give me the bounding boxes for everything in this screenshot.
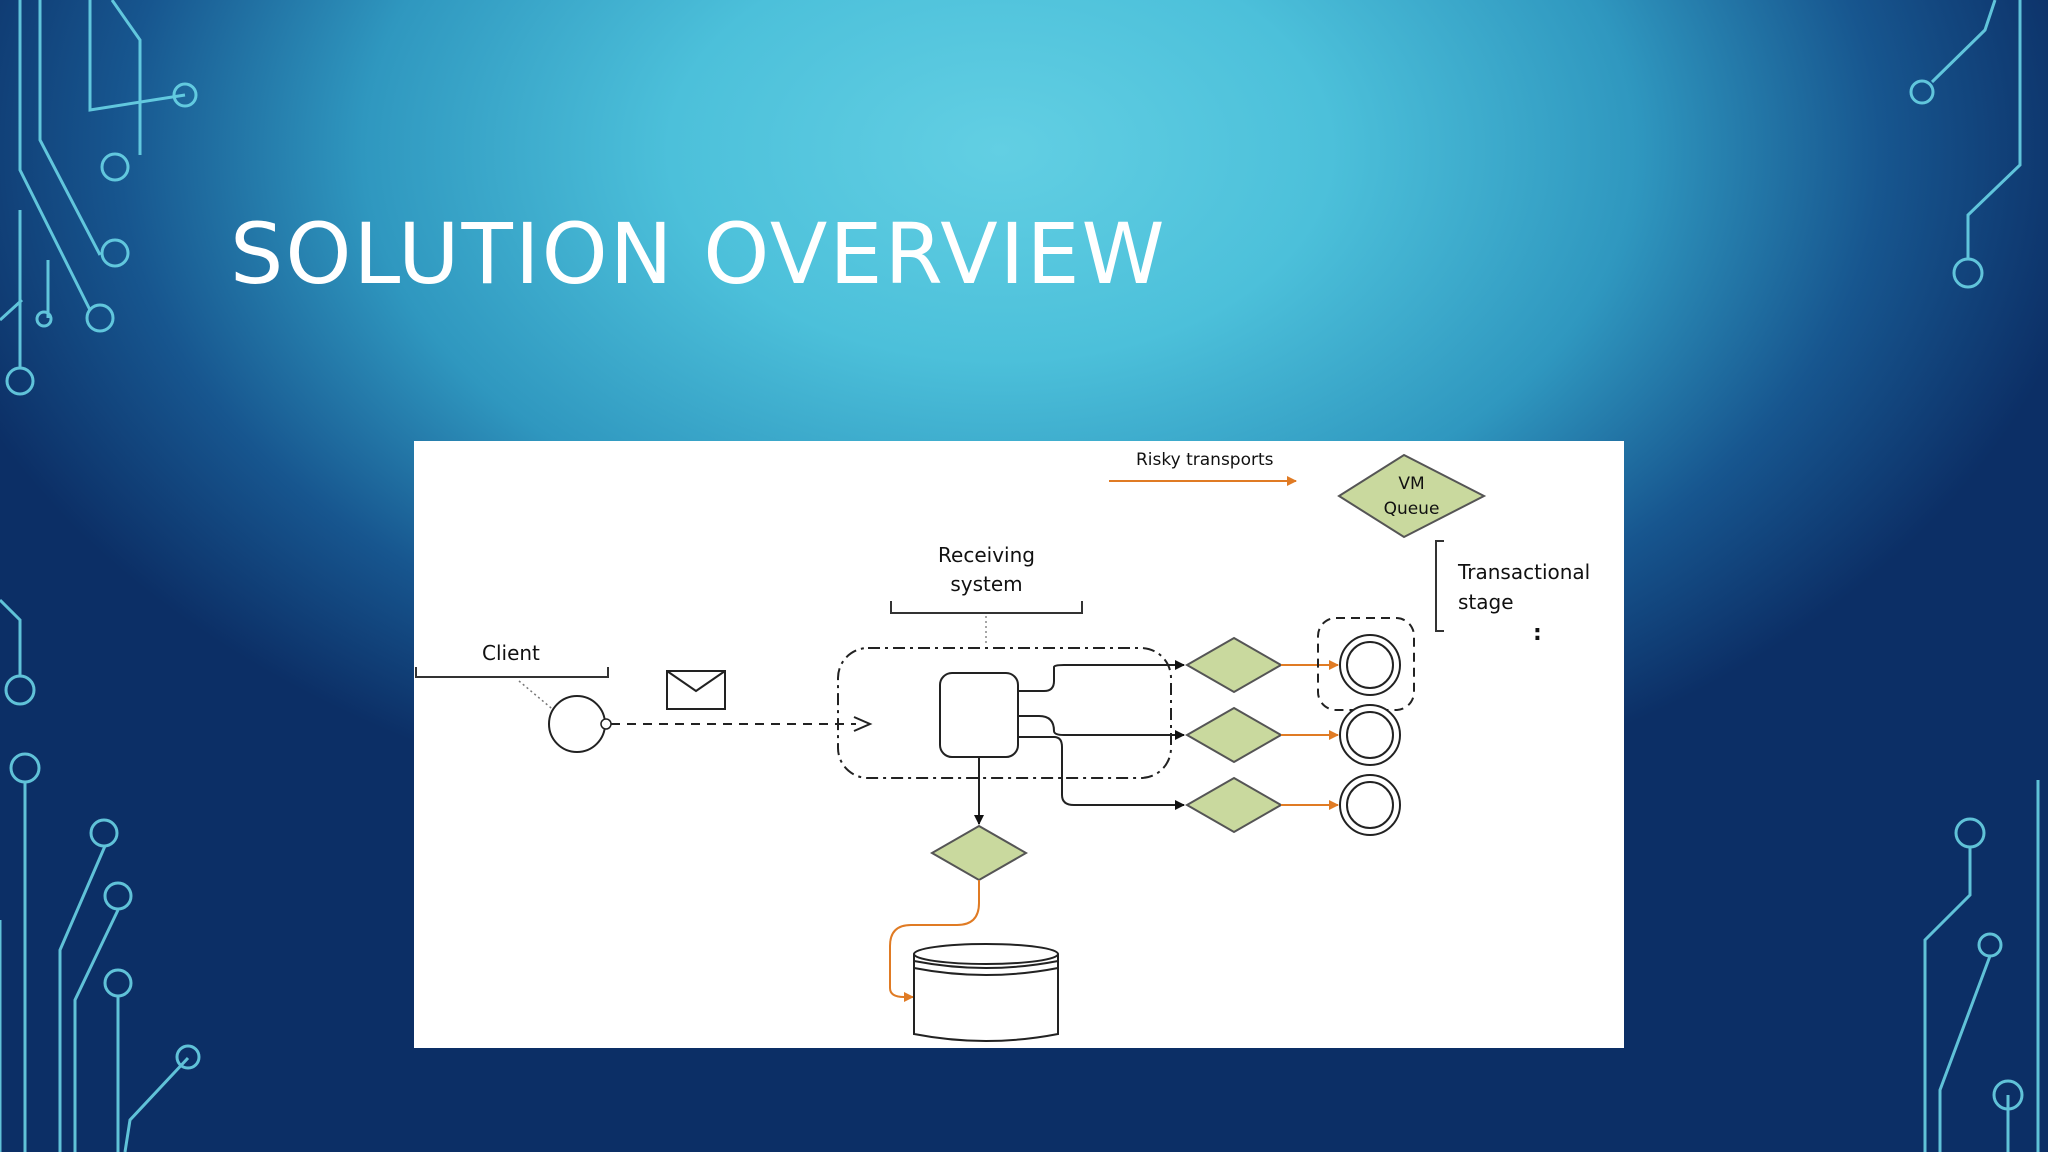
vm-queue-line2: Queue: [1383, 499, 1440, 519]
end-event-2: [1339, 704, 1401, 766]
client-label: Client: [482, 641, 540, 665]
transactional-line2: stage: [1458, 590, 1514, 614]
vm-queue-gateway-icon: [1337, 453, 1487, 539]
gateway-1-icon: [1184, 636, 1284, 694]
client-bracket: [415, 667, 609, 678]
transactional-stage-bracket: [1435, 540, 1444, 632]
receiving-system-label: Receiving system: [884, 541, 1089, 599]
vm-queue-label: VM Queue: [1339, 472, 1484, 522]
risky-flow-to-datastore: [889, 880, 980, 1002]
transactional-stage-label: Transactional stage: [1458, 557, 1590, 617]
flow-to-gateway-2: [1018, 715, 1185, 740]
receiving-line1: Receiving: [938, 543, 1035, 567]
end-event-3: [1339, 774, 1401, 836]
slide-title: SOLUTION OVERVIEW: [230, 205, 1167, 303]
process-diagram: Risky transports VM Queue Transactional …: [414, 441, 1624, 1048]
flow-to-gateway-3: [1018, 736, 1185, 810]
gateway-2-icon: [1184, 706, 1284, 764]
diagram-canvas: [415, 453, 1487, 1042]
receiving-system-bracket: [890, 601, 1083, 614]
receiving-task: [939, 672, 1019, 758]
message-flow-arrowhead: [853, 716, 873, 732]
gateway-3-icon: [1184, 776, 1284, 834]
receiving-system-boundary: [837, 647, 1172, 779]
flow-to-gateway-1: [1018, 660, 1185, 692]
client-connector: [518, 680, 570, 724]
client-port: [600, 718, 612, 730]
legend-ellipsis: :: [1533, 621, 1542, 646]
data-store-icon: [913, 943, 1059, 1042]
transactional-line1: Transactional: [1458, 560, 1591, 584]
client-start-event: [548, 695, 606, 753]
receiving-line2: system: [950, 572, 1023, 596]
end-event-1: [1339, 634, 1401, 696]
lower-gateway-icon: [929, 824, 1029, 882]
message-envelope-icon: [666, 670, 726, 710]
vm-queue-line1: VM: [1398, 474, 1425, 494]
risky-transports-label: Risky transports: [1136, 450, 1274, 470]
